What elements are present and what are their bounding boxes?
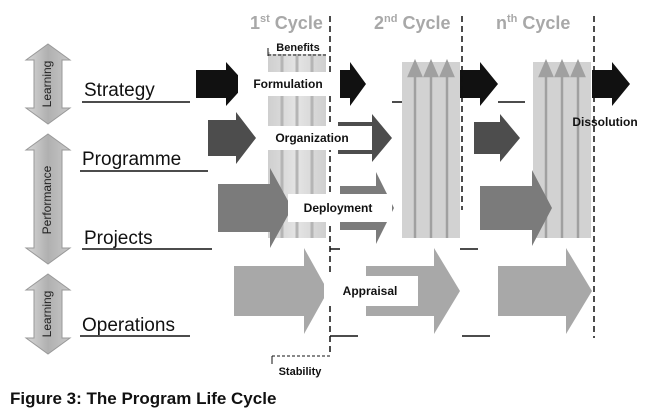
dissolution-label: Dissolution: [572, 115, 637, 129]
cycle-2-column: [402, 58, 460, 238]
deployment-label: Deployment: [304, 201, 373, 215]
phase-deployment: Deployment: [288, 194, 392, 222]
phase-appraisal: Appraisal: [324, 276, 418, 306]
row-operations: Operations: [80, 315, 190, 337]
side-label-performance: Performance: [40, 165, 54, 234]
benefits-label: Benefits: [276, 42, 319, 54]
strategy-arrows: [196, 62, 630, 106]
operations-arrows: [234, 248, 592, 334]
projects-arrows: [218, 168, 552, 248]
appraisal-label: Appraisal: [343, 284, 398, 298]
side-arrow-performance: Performance: [24, 133, 72, 265]
row-programme: Programme: [80, 149, 208, 172]
row-dashes: [330, 101, 525, 337]
row-label-programme: Programme: [82, 149, 181, 170]
row-label-projects: Projects: [84, 228, 153, 249]
side-arrow-learning-top: Learning: [24, 43, 72, 125]
row-strategy: Strategy: [82, 80, 190, 103]
row-projects: Projects: [82, 228, 212, 250]
stability-label: Stability: [279, 366, 323, 378]
stability-bracket: Stability: [271, 355, 330, 378]
side-arrow-learning-bottom: Learning: [24, 273, 72, 355]
figure-caption: Figure 3: The Program Life Cycle: [10, 389, 276, 408]
cycle-2-header: 2nd Cycle: [374, 13, 451, 33]
formulation-label: Formulation: [253, 77, 322, 91]
phase-dissolution: Dissolution: [572, 115, 637, 129]
row-label-strategy: Strategy: [84, 80, 155, 101]
benefits-bracket: Benefits: [267, 40, 326, 56]
row-label-operations: Operations: [82, 315, 175, 336]
cycle-1-header: 1st Cycle: [250, 13, 323, 33]
side-label-learning-bottom: Learning: [40, 291, 54, 338]
organization-label: Organization: [275, 131, 348, 145]
phase-formulation: Formulation: [238, 72, 338, 96]
cycle-n-header: nth Cycle: [496, 13, 570, 33]
phase-organization: Organization: [256, 126, 372, 150]
side-label-learning-top: Learning: [40, 61, 54, 108]
